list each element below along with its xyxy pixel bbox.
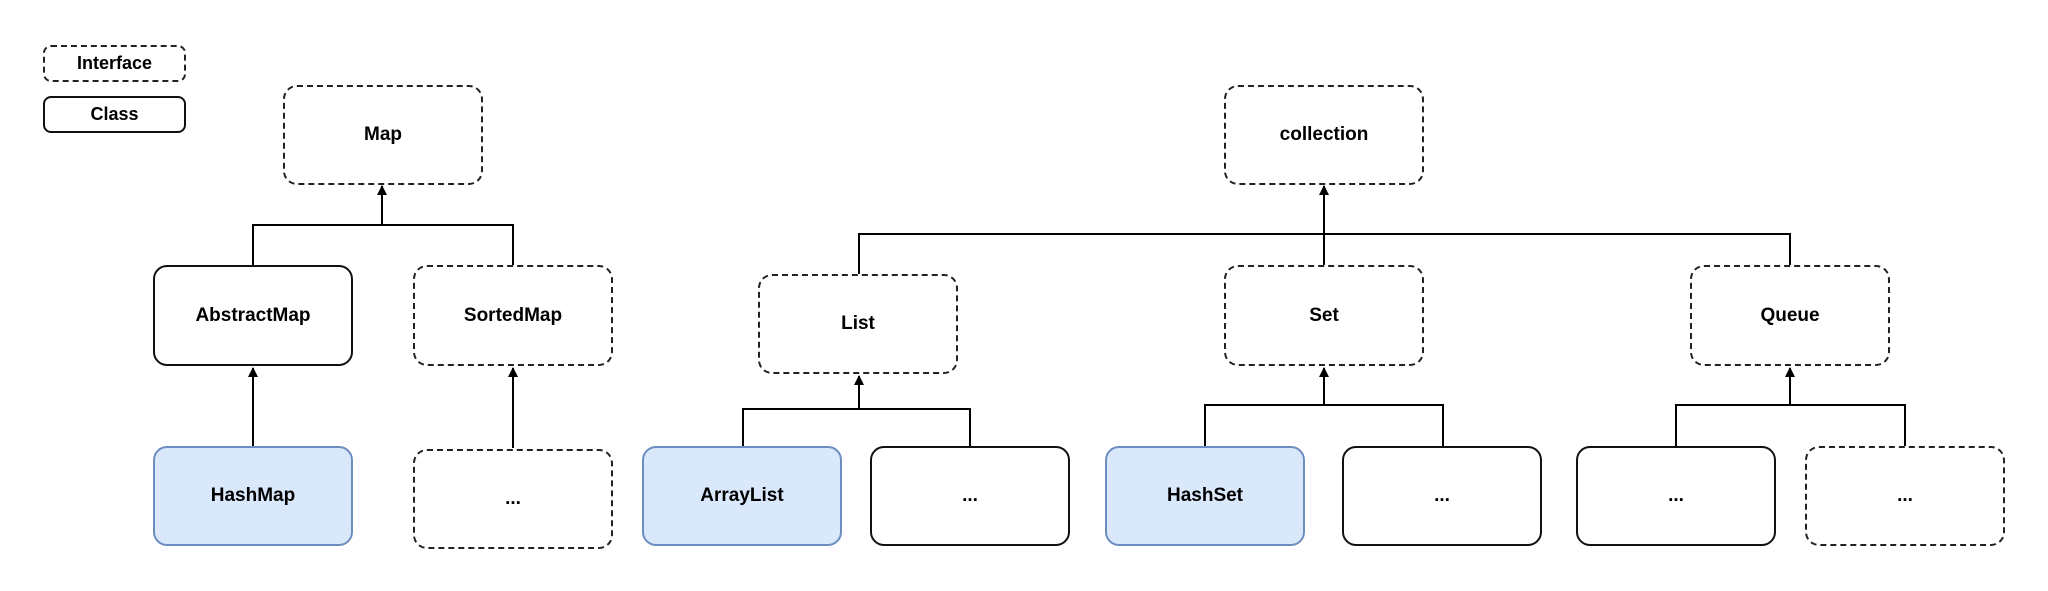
- node-map: Map: [283, 85, 483, 185]
- legend-interface: Interface: [43, 45, 186, 82]
- node-hash-map: HashMap: [153, 446, 353, 546]
- node-set-more: ...: [1342, 446, 1542, 546]
- node-sorted-map: SortedMap: [413, 265, 613, 366]
- edge-hashset-to-set: [1204, 367, 1329, 446]
- node-array-list: ArrayList: [642, 446, 842, 546]
- edge-sortedmap-to-map: [382, 224, 514, 266]
- node-queue-more-2: ...: [1805, 446, 2005, 546]
- node-sorted-map-more: ...: [413, 449, 613, 549]
- edge-arraylist-to-list: [742, 375, 864, 446]
- edge-abstractmap-to-map: [252, 185, 387, 266]
- edge-list-more-to-list: [859, 408, 971, 446]
- node-list-more: ...: [870, 446, 1070, 546]
- node-abstract-map: AbstractMap: [153, 265, 353, 366]
- node-queue-more-1: ...: [1576, 446, 1776, 546]
- node-list: List: [758, 274, 958, 374]
- edge-set-more-to-set: [1324, 404, 1444, 446]
- node-queue: Queue: [1690, 265, 1890, 366]
- node-set: Set: [1224, 265, 1424, 366]
- node-hash-set: HashSet: [1105, 446, 1305, 546]
- legend-class: Class: [43, 96, 186, 133]
- edge-queue-to-collection: [1324, 233, 1791, 266]
- edge-list-to-collection: [858, 185, 1329, 275]
- node-collection: collection: [1224, 85, 1424, 185]
- edge-queue-more2-to-queue: [1790, 404, 1906, 449]
- edge-queue-more1-to-queue: [1675, 367, 1795, 446]
